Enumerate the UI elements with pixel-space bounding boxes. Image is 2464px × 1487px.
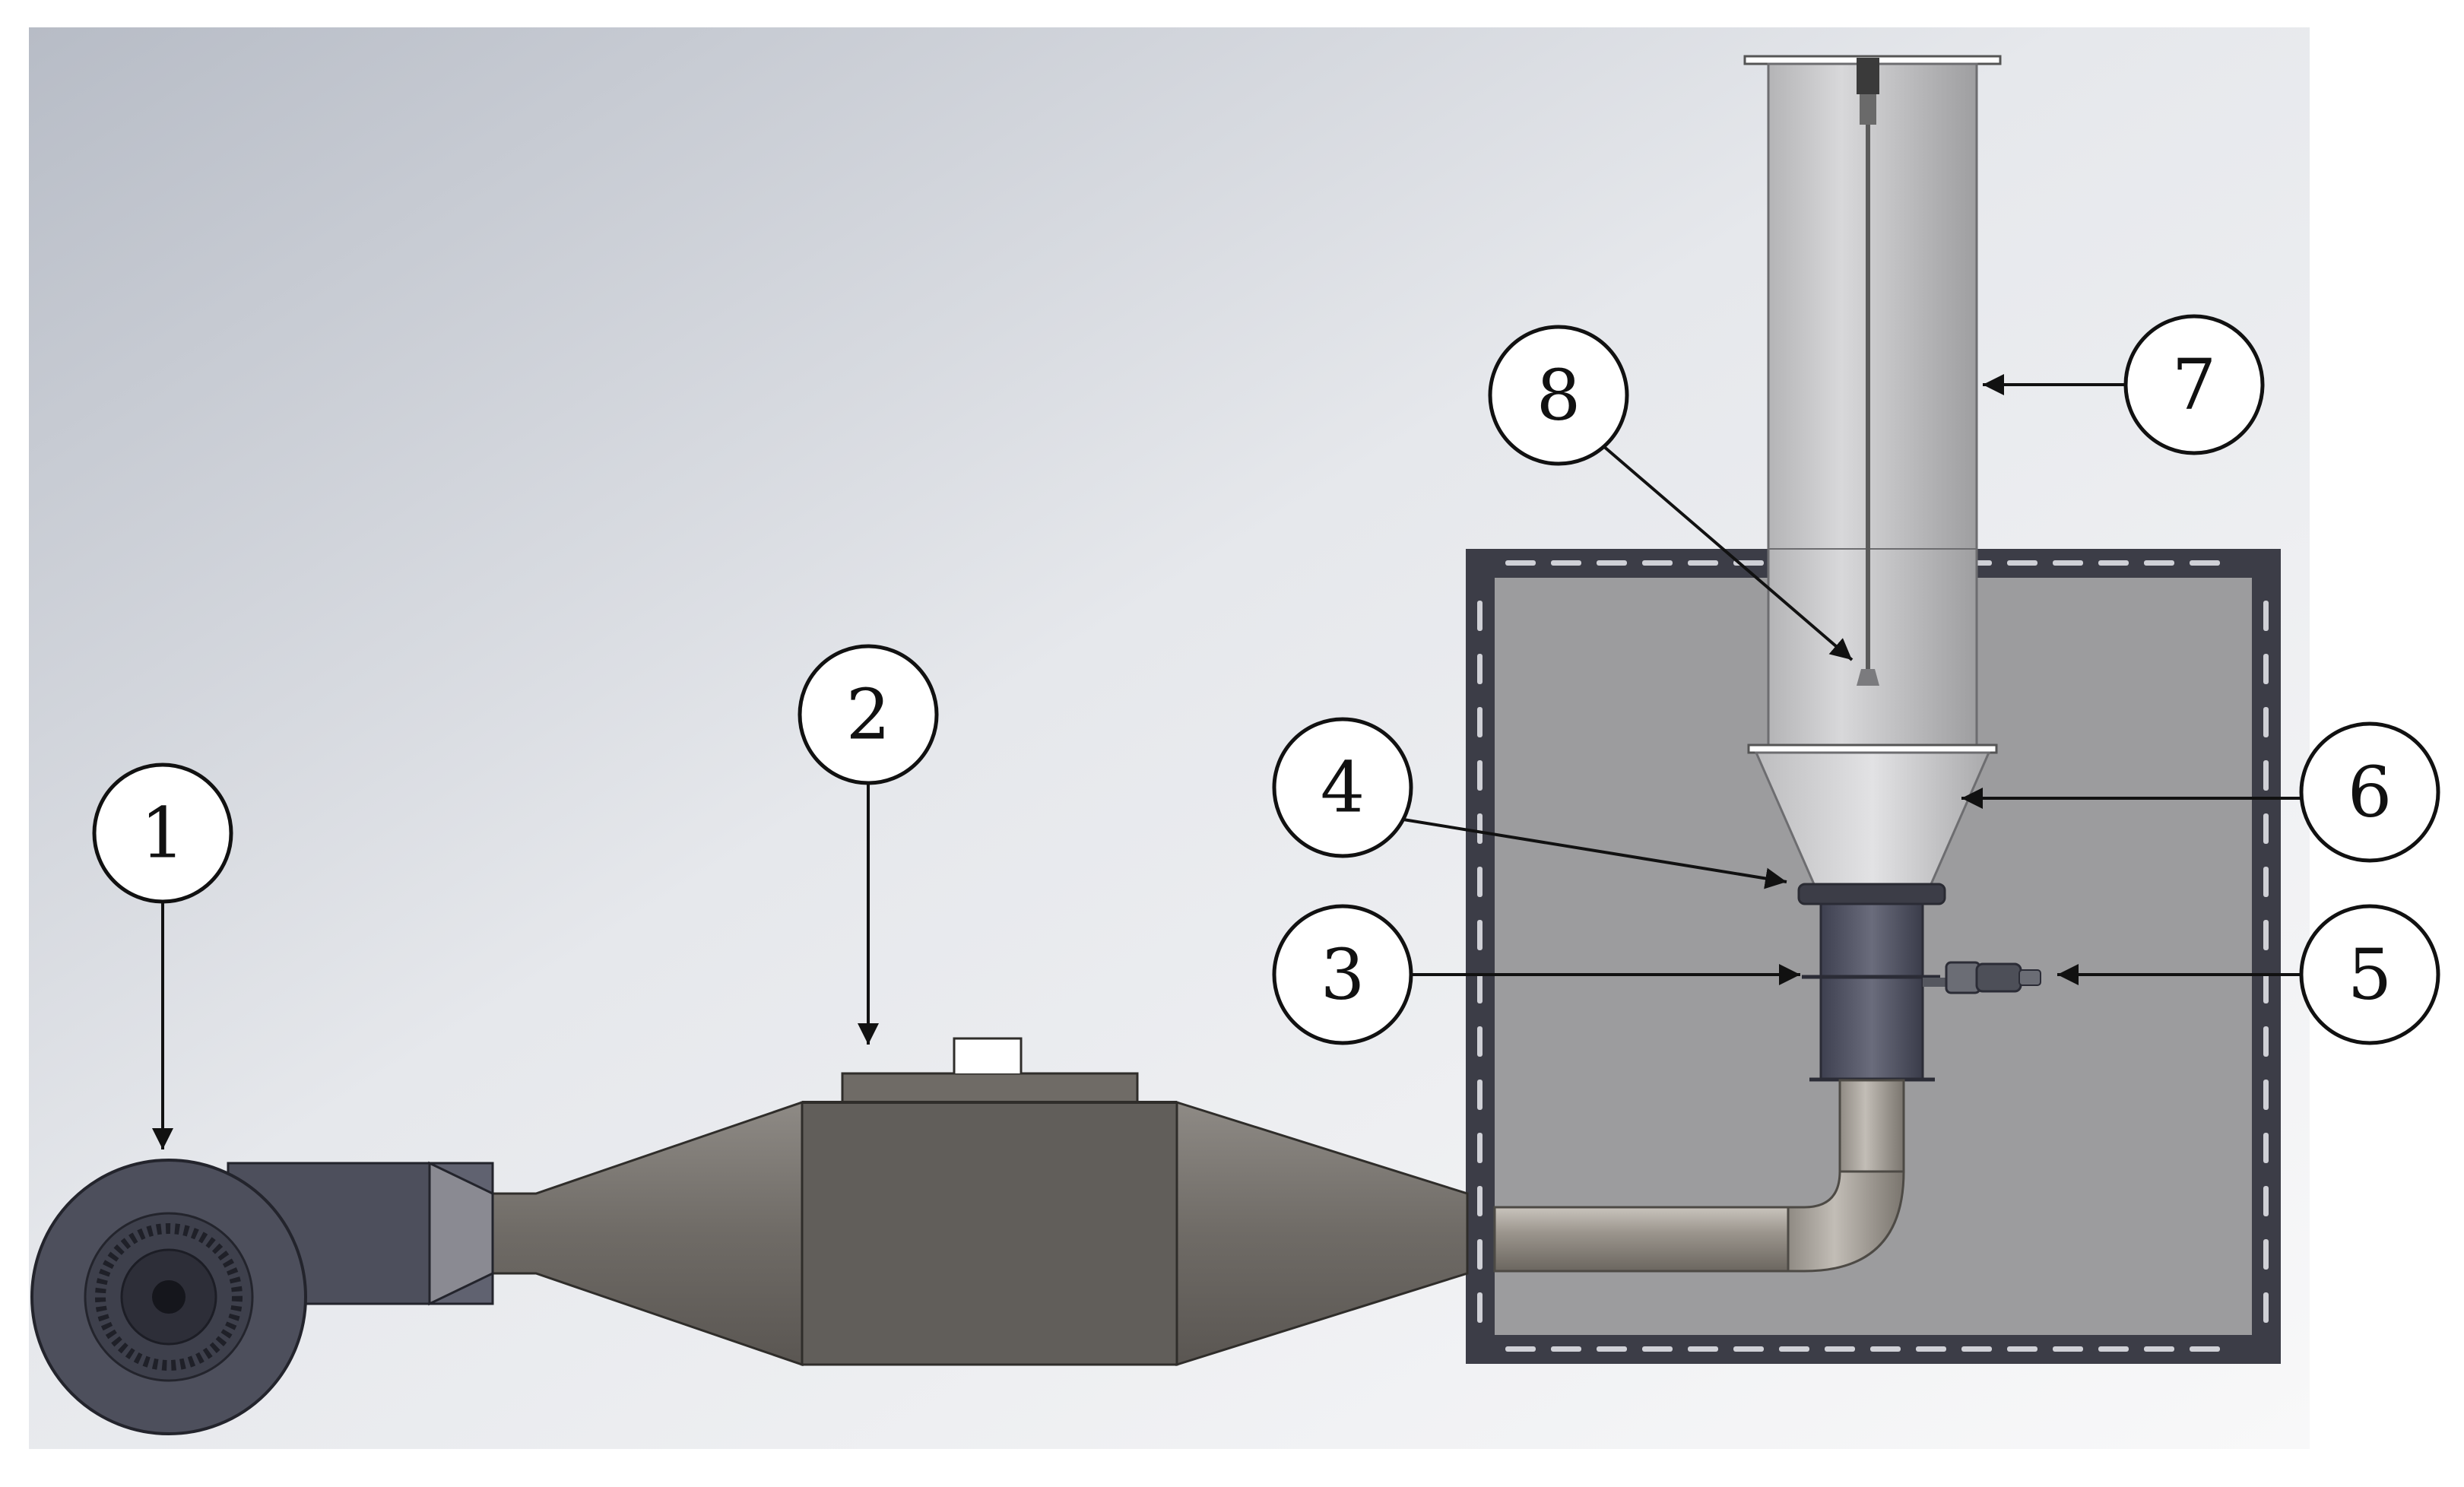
probe-tip	[1857, 669, 1879, 686]
callout-label: 6	[2348, 752, 2393, 833]
test-section-sleeve	[1802, 902, 1940, 1082]
thermocouple-icon	[1923, 961, 2041, 994]
leader-arrow-4	[1403, 818, 1787, 889]
callout-label: 2	[846, 674, 891, 756]
callout-label: 5	[2348, 934, 2393, 1016]
settling-chamber	[491, 1037, 1469, 1367]
bolt-icon	[1477, 560, 2269, 1352]
callout-4: 4	[1272, 717, 1413, 858]
vertical-tube	[1743, 55, 2002, 750]
callout-8: 8	[1488, 325, 1629, 466]
callout-6: 6	[2299, 721, 2440, 863]
callout-2: 2	[798, 644, 939, 785]
callout-label: 7	[2172, 344, 2217, 426]
flange-ring	[1797, 883, 1946, 905]
callout-1: 1	[92, 763, 233, 904]
callout-3: 3	[1272, 904, 1413, 1045]
callout-7: 7	[2123, 314, 2265, 455]
leader-arrow-8	[1601, 444, 1854, 661]
callout-5: 5	[2299, 904, 2440, 1045]
callout-label: 8	[1536, 355, 1581, 436]
supply-pipe	[1493, 1079, 1905, 1273]
centrifugal-fan-icon	[30, 1159, 494, 1435]
callout-label: 3	[1321, 934, 1365, 1016]
contraction-cone	[1747, 744, 1998, 886]
callout-label: 4	[1321, 747, 1365, 829]
callout-label: 1	[141, 793, 186, 874]
